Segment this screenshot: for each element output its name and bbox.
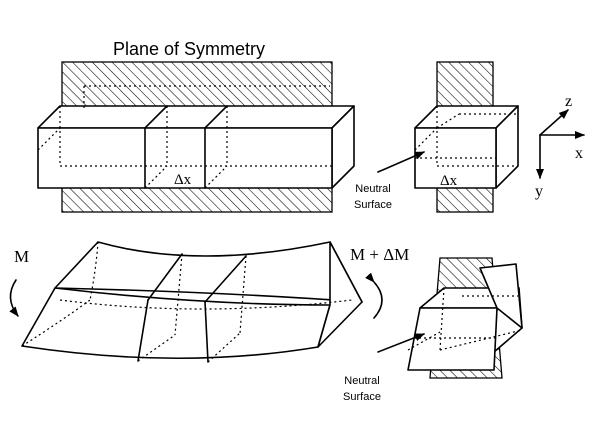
delta-x-front-label: Δx (174, 172, 192, 188)
plane-of-symmetry-label: Plane of Symmetry (113, 39, 265, 59)
neutral-surface-pointer-top (377, 151, 425, 173)
bent-beam-end-face (317, 241, 363, 348)
straight-beam-front-view (37, 61, 355, 213)
bent-beam (21, 241, 363, 363)
beam-front-face (37, 127, 333, 189)
neutral-surface-label-bottom-line1: Neutral (344, 375, 379, 387)
deformed-back-panel (479, 263, 523, 329)
axis-y-label: y (535, 183, 543, 200)
neutral-surface-label-top-line2: Surface (354, 199, 392, 211)
symmetry-plane-bottom-hatch (61, 185, 333, 213)
moment-left-label: M (14, 247, 29, 266)
coordinate-axes (536, 109, 585, 179)
moment-right-arrow (365, 272, 383, 319)
moment-right-label: M + ΔM (350, 245, 409, 264)
neutral-surface-label-bottom-line2: Surface (343, 391, 381, 403)
axis-z-label: z (565, 93, 572, 110)
moment-left-arrow (9, 279, 19, 317)
neutral-surface-label-top-line1: Neutral (355, 183, 390, 195)
straight-beam-end-view (414, 61, 519, 213)
neutral-surface-pointer-bottom (377, 333, 425, 353)
deformed-front-face (407, 307, 498, 371)
bent-beam-front-face (21, 287, 331, 360)
beam-top-face (37, 105, 355, 129)
symmetry-plane-top-hatch (61, 61, 333, 111)
axis-x-label: x (575, 145, 583, 162)
deformed-element (407, 257, 523, 379)
delta-x-side-label: Δx (440, 173, 458, 189)
